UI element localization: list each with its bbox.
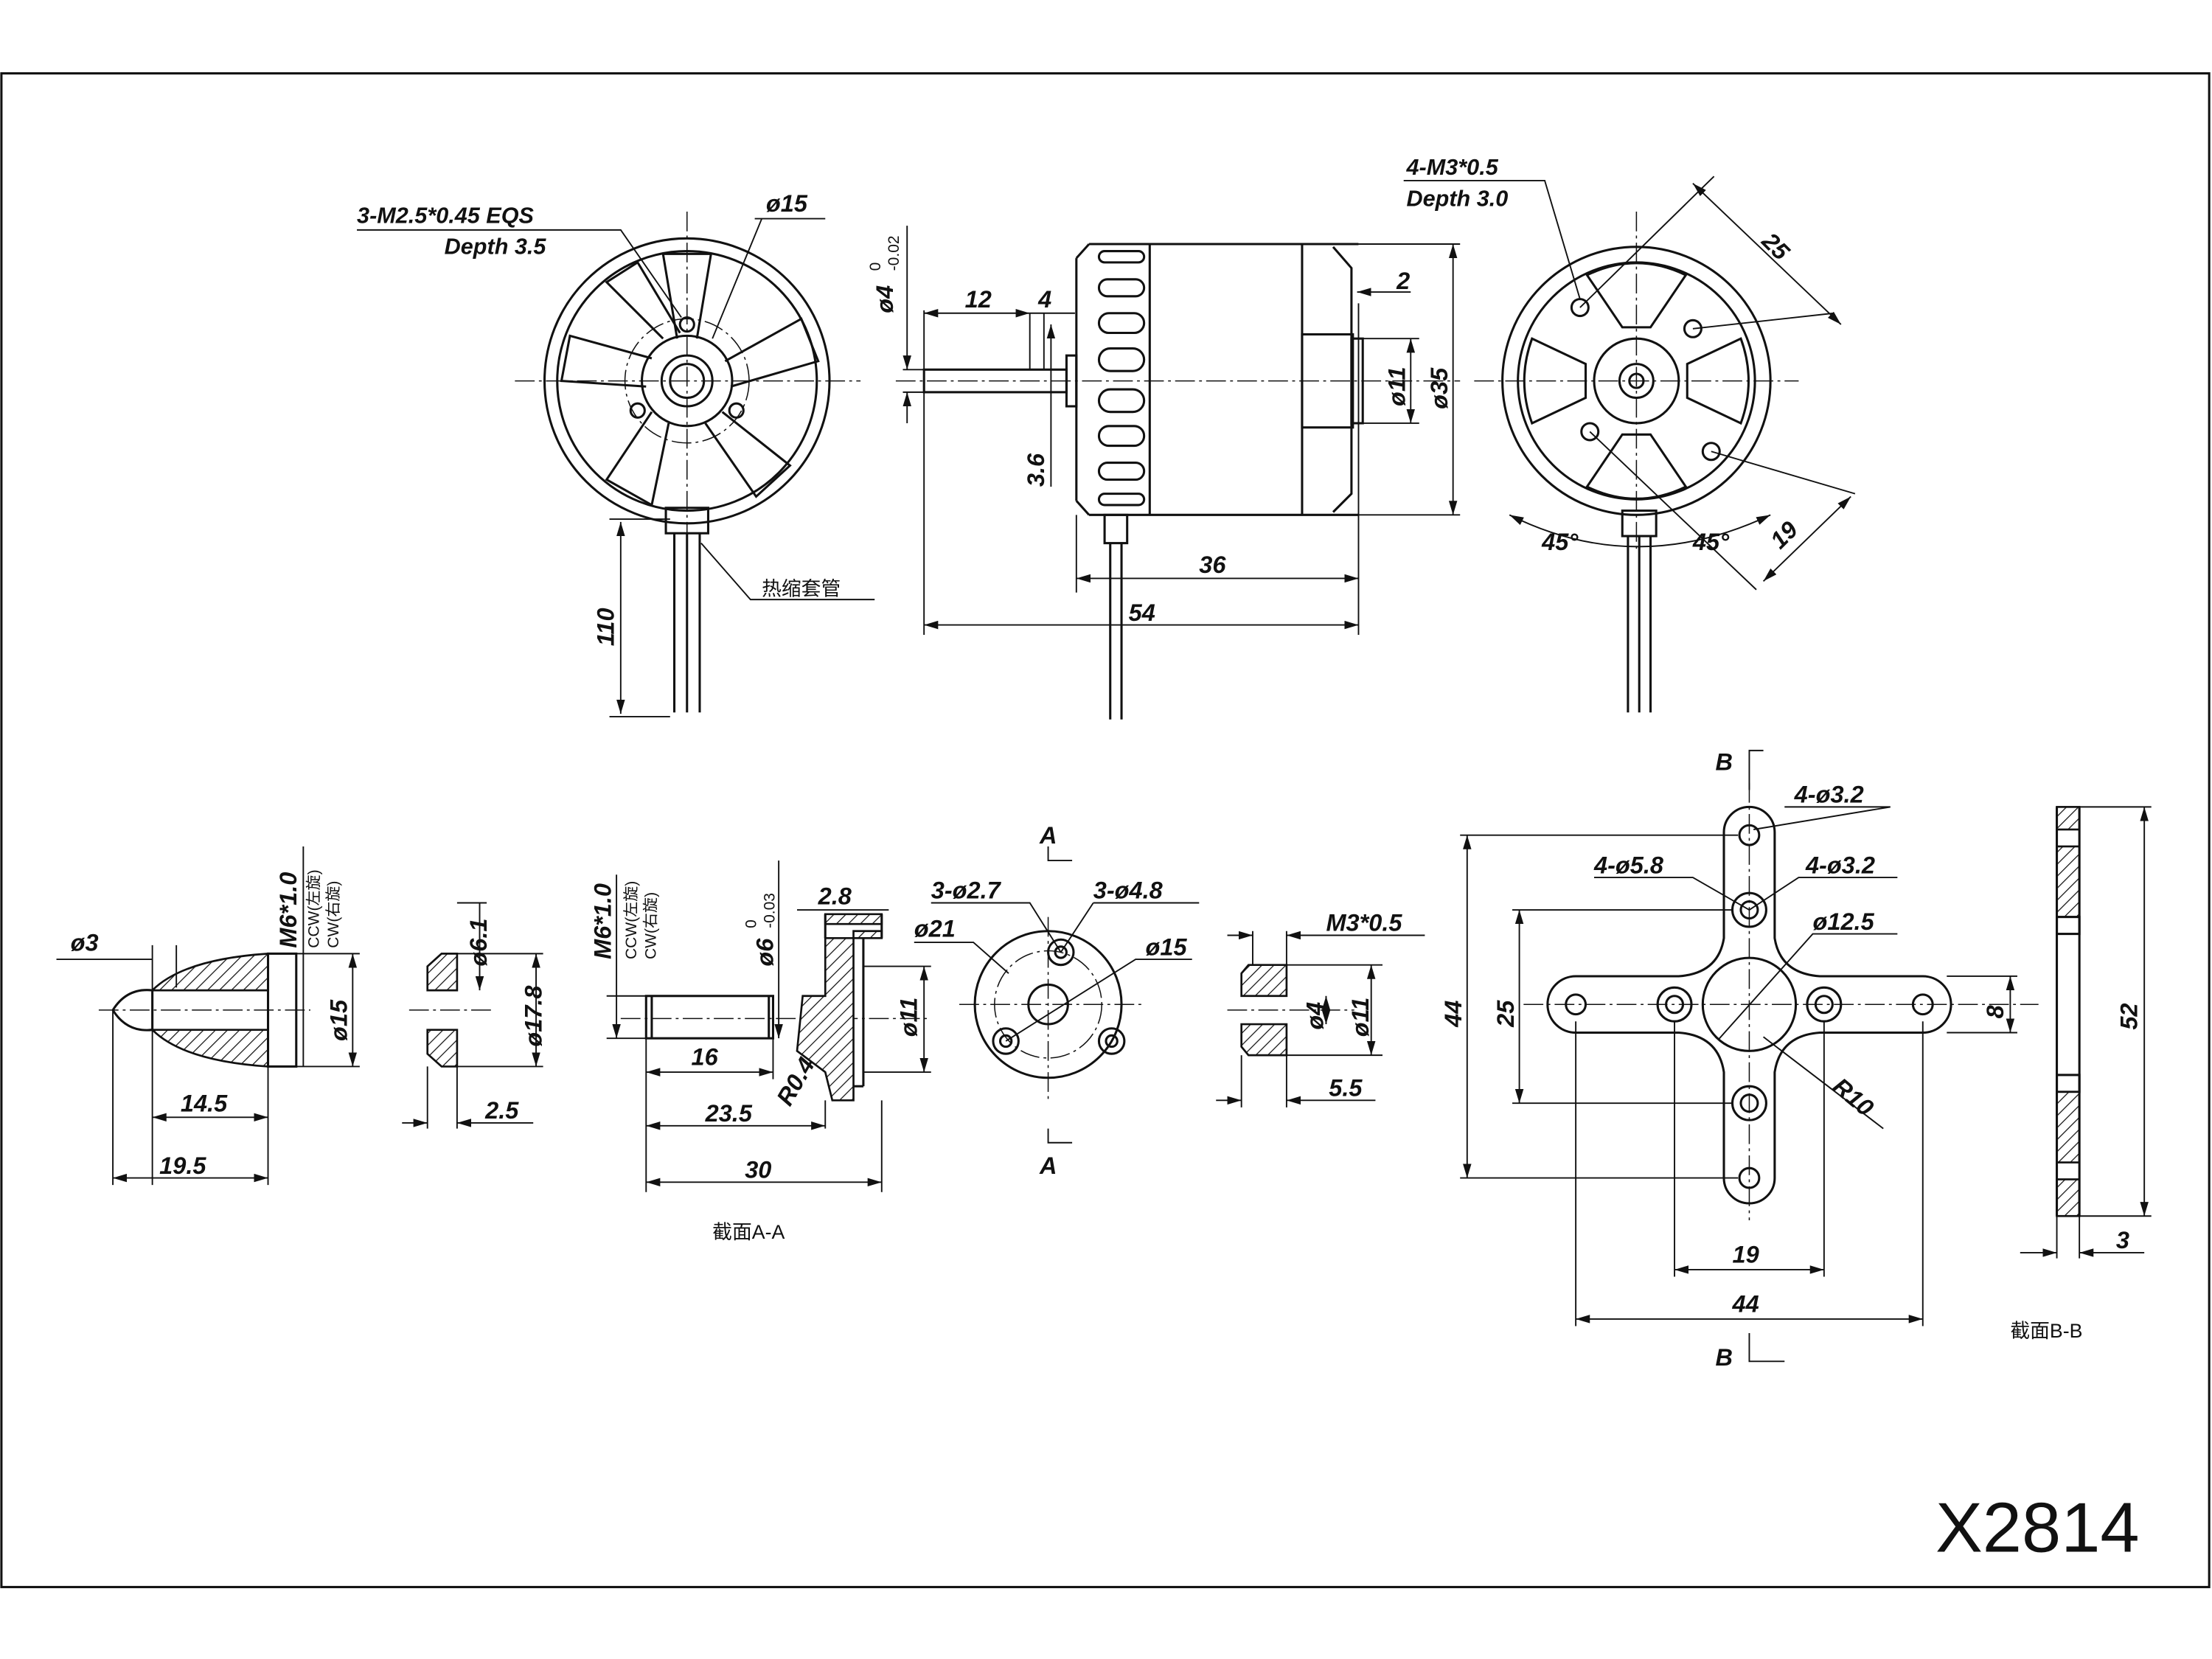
adapter-outer-dia: ø21 bbox=[914, 915, 956, 942]
mount-counterbore: 4-ø5.8 bbox=[1593, 852, 1664, 878]
mount-center-dia: ø12.5 bbox=[1813, 908, 1875, 935]
side-body-dia: ø35 bbox=[1426, 367, 1453, 409]
adapter-large-holes: 3-ø4.8 bbox=[1093, 877, 1164, 904]
washer-outer-dia: ø17.8 bbox=[521, 985, 547, 1047]
side-rear: 2 bbox=[1396, 268, 1410, 294]
washer bbox=[402, 902, 543, 1129]
mount-side-height: 52 bbox=[2116, 1004, 2143, 1030]
adapter-mid-length: 23.5 bbox=[705, 1100, 753, 1127]
front-view bbox=[357, 211, 875, 717]
adapter-cw: CW(右旋) bbox=[642, 892, 660, 959]
front-thread-label: 3-M2.5*0.45 EQS bbox=[357, 203, 534, 228]
side-flat: 3.6 bbox=[1023, 453, 1049, 487]
section-mark-b-bottom: B bbox=[1716, 1344, 1733, 1371]
washer-inner-dia: ø6.1 bbox=[465, 919, 492, 967]
nut bbox=[1216, 931, 1425, 1107]
mount-thickness: 3 bbox=[2116, 1227, 2129, 1253]
side-view bbox=[895, 226, 1461, 720]
model-title: X2814 bbox=[1935, 1489, 2140, 1568]
side-collar: 4 bbox=[1037, 286, 1051, 313]
section-aa-label: 截面A-A bbox=[712, 1221, 785, 1243]
sleeve-label: 热缩套管 bbox=[762, 577, 841, 599]
adapter-small-holes: 3-ø2.7 bbox=[931, 877, 1002, 904]
cone-ccw: CCW(左旋) bbox=[305, 869, 322, 947]
adapter-ccw: CCW(左旋) bbox=[622, 881, 640, 959]
cone-length: 19.5 bbox=[159, 1152, 206, 1179]
front-dia-label: ø15 bbox=[766, 190, 808, 217]
mount-arm-width: 8 bbox=[1982, 1004, 2008, 1018]
section-bb-label: 截面B-B bbox=[2010, 1320, 2082, 1342]
adapter-pcd: ø15 bbox=[1146, 933, 1188, 960]
adapter-thread: M6*1.0 bbox=[589, 883, 616, 959]
side-shaft-length: 12 bbox=[965, 286, 992, 313]
mount-inner-spacing-h: 19 bbox=[1732, 1241, 1759, 1267]
cone-thread: M6*1.0 bbox=[275, 872, 302, 948]
mount-height: 44 bbox=[1440, 1001, 1467, 1028]
front-depth-label: Depth 3.5 bbox=[445, 234, 547, 259]
cone-base-dia: ø15 bbox=[326, 999, 352, 1041]
side-shaft-tol-upper: 0 bbox=[867, 262, 884, 271]
side-total-length: 54 bbox=[1129, 599, 1155, 626]
cone-inner-length: 14.5 bbox=[181, 1091, 228, 1117]
adapter-thread-length: 16 bbox=[691, 1044, 718, 1071]
adapter-bore-dia: ø11 bbox=[896, 998, 922, 1037]
side-body-length: 36 bbox=[1199, 552, 1226, 578]
section-mark-a-top: A bbox=[1039, 822, 1057, 849]
sheet-border bbox=[0, 72, 2211, 1588]
side-shaft-dia: ø4 bbox=[872, 285, 898, 313]
rear-angle-left: 45° bbox=[1541, 529, 1579, 555]
prop-adapter-section bbox=[606, 860, 931, 1192]
rear-spacing-a: 25 bbox=[1756, 227, 1795, 265]
nut-outer-dia: ø11 bbox=[1347, 998, 1374, 1037]
adapter-dia: ø6 bbox=[751, 938, 778, 967]
side-shaft-tol-lower: -0.02 bbox=[886, 235, 902, 271]
adapter-tol-lower: -0.03 bbox=[761, 893, 778, 928]
nut-inner-dia: ø4 bbox=[1302, 1002, 1329, 1030]
cross-mount bbox=[1460, 749, 2039, 1363]
adapter-flange: 2.8 bbox=[818, 883, 852, 909]
mount-width: 44 bbox=[1731, 1290, 1759, 1317]
section-mark-a-bottom: A bbox=[1039, 1152, 1057, 1179]
mount-inner-holes: 4-ø3.2 bbox=[1805, 852, 1875, 878]
mount-inner-spacing-v: 25 bbox=[1492, 1000, 1519, 1028]
mount-radius: R10 bbox=[1828, 1073, 1879, 1121]
washer-thickness: 2.5 bbox=[484, 1097, 519, 1124]
adapter-length: 30 bbox=[745, 1157, 771, 1183]
front-wire-length: 110 bbox=[592, 608, 619, 646]
section-mark-b-top: B bbox=[1716, 749, 1733, 776]
adapter-front bbox=[914, 846, 1200, 1144]
mount-outer-holes: 4-ø3.2 bbox=[1794, 782, 1864, 808]
rear-view bbox=[1403, 175, 1856, 713]
rear-angle-right: 45° bbox=[1692, 529, 1730, 555]
rear-depth-label: Depth 3.0 bbox=[1407, 186, 1509, 211]
prop-cone bbox=[56, 846, 360, 1186]
adapter-tol-upper: 0 bbox=[743, 919, 760, 928]
nut-length: 5.5 bbox=[1329, 1075, 1363, 1102]
cone-cw: CW(右旋) bbox=[324, 881, 342, 948]
cross-mount-section bbox=[2020, 806, 2152, 1259]
cone-tip-dia: ø3 bbox=[71, 930, 99, 956]
side-boss-dia: ø11 bbox=[1384, 366, 1411, 406]
nut-thread: M3*0.5 bbox=[1326, 910, 1402, 936]
adapter-radius: R0.4 bbox=[771, 1053, 820, 1110]
rear-thread-label: 4-M3*0.5 bbox=[1406, 155, 1499, 180]
